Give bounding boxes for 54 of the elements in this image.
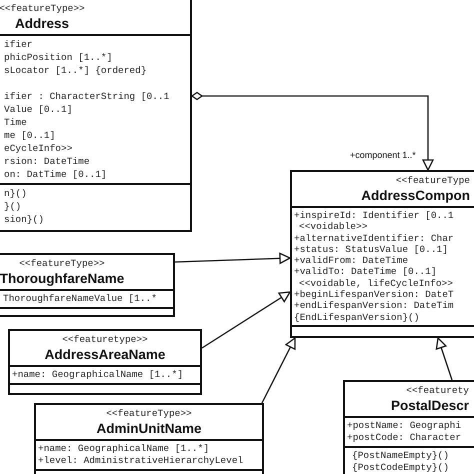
connector-arrow bbox=[436, 337, 453, 380]
attribute-text: +postCode: Character bbox=[347, 432, 462, 444]
class-name: AddressCompon bbox=[361, 187, 470, 204]
attribute-text: {EndLifespanVersion}() bbox=[294, 312, 420, 323]
stereotype-label: <<featureType>> bbox=[19, 258, 105, 270]
attribute-text: eCycleInfo>> bbox=[4, 142, 72, 155]
attribute-text: Time bbox=[4, 116, 27, 129]
class-box bbox=[290, 170, 474, 338]
attribute-text: +name: GeographicalName [1..*] bbox=[12, 369, 184, 381]
connector-arrow bbox=[202, 291, 291, 349]
attribute-text: +endLifespanVersion: DateTim bbox=[294, 300, 454, 312]
attribute-text: +alternativeIdentifier: Char bbox=[294, 232, 454, 244]
operation-text: sion}() bbox=[4, 213, 44, 226]
stereotype-label: <<featurety bbox=[406, 385, 469, 397]
attribute-text: +validTo: DateTime [0..1] bbox=[294, 266, 437, 278]
connector-arrow bbox=[191, 92, 434, 171]
connector-arrow bbox=[261, 337, 296, 404]
attribute-text: on: DatTime [0..1] bbox=[4, 168, 107, 181]
stereotype-label: <<featuretype>> bbox=[62, 334, 148, 346]
attribute-text: rsion: DateTime bbox=[4, 155, 90, 168]
class-box bbox=[34, 403, 264, 474]
attribute-text: +validFrom: DateTime bbox=[294, 255, 408, 266]
connector-arrow bbox=[174, 252, 291, 264]
attribute-text: +beginLifespanVersion: DateT bbox=[294, 289, 454, 300]
attribute-text: me [0..1] bbox=[4, 129, 56, 142]
operation-text: }() bbox=[4, 200, 22, 213]
attribute-text: <<voidable, lifeCycleInfo>> bbox=[298, 278, 453, 290]
class-name: Address bbox=[14, 15, 70, 32]
operation-text: {PostCodeEmpty}() bbox=[351, 462, 449, 474]
stereotype-label: <<featureType bbox=[396, 175, 470, 187]
attribute-text: +postName: Geographi bbox=[347, 420, 462, 432]
attribute-text: sLocator [1..*] {ordered} bbox=[4, 64, 147, 77]
edge-label: +component 1..* bbox=[350, 150, 416, 160]
attribute-text: +name: GeographicalName [1..*] bbox=[38, 443, 210, 455]
class-box bbox=[8, 329, 202, 395]
class-box bbox=[343, 380, 474, 474]
class-name: ThoroughfareName bbox=[0, 270, 124, 287]
attribute-text: Value [0..1] bbox=[4, 103, 72, 116]
attribute-text: ThoroughfareNameValue [1..* bbox=[3, 293, 157, 305]
stereotype-label: <<featureType>> bbox=[0, 3, 85, 15]
class-name: AdminUnitName bbox=[96, 420, 202, 437]
class-name: AddressAreaName bbox=[44, 346, 166, 363]
stereotype-label: <<featureType>> bbox=[106, 408, 192, 420]
attribute-text: ifier : CharacterString [0..1 bbox=[4, 90, 170, 103]
attribute-text: +status: StatusValue [0..1] bbox=[294, 244, 448, 256]
attribute-text: +inspireId: Identifier [0..1 bbox=[294, 210, 454, 222]
attribute-text: phicPosition [1..*] bbox=[4, 51, 112, 64]
class-box bbox=[0, 253, 175, 317]
class-name: PostalDescr bbox=[390, 397, 469, 414]
attribute-text: ifier bbox=[4, 38, 33, 51]
operation-text: {PostNameEmpty}() bbox=[351, 450, 449, 462]
operation-text: n}() bbox=[4, 187, 27, 200]
attribute-text: +level: AdministrativeHierarchyLevel bbox=[38, 455, 244, 467]
attribute-text: <<voidable>> bbox=[298, 221, 368, 233]
